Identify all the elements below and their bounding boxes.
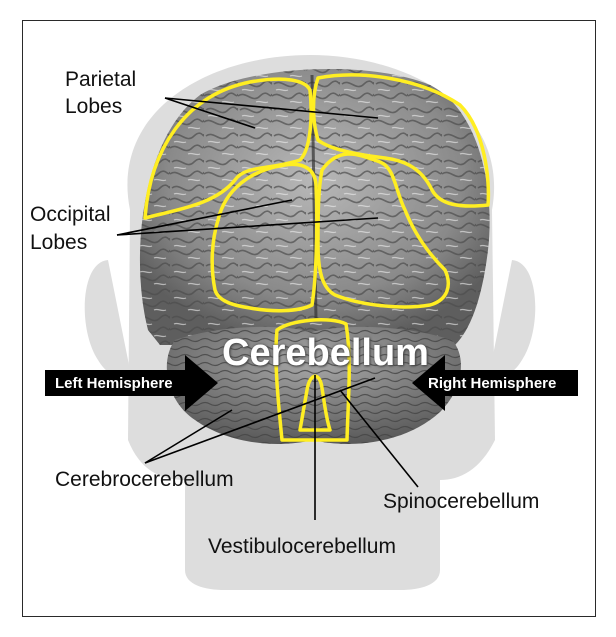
cerebellum-label: Cerebellum bbox=[222, 333, 429, 373]
cerebrocerebellum-label: Cerebrocerebellum bbox=[55, 468, 234, 492]
right-hemisphere-label: Right Hemisphere bbox=[428, 375, 556, 393]
parietal-lobes-label-line1: Parietal bbox=[65, 68, 136, 92]
occipital-lobes-label-line1: Occipital bbox=[30, 203, 111, 227]
left-hemisphere-label: Left Hemisphere bbox=[55, 375, 173, 393]
parietal-lobes-label-line2: Lobes bbox=[65, 95, 122, 119]
occipital-lobes-label-line2: Lobes bbox=[30, 231, 87, 255]
spinocerebellum-label: Spinocerebellum bbox=[383, 490, 539, 514]
vestibulocerebellum-label: Vestibulocerebellum bbox=[208, 535, 396, 559]
